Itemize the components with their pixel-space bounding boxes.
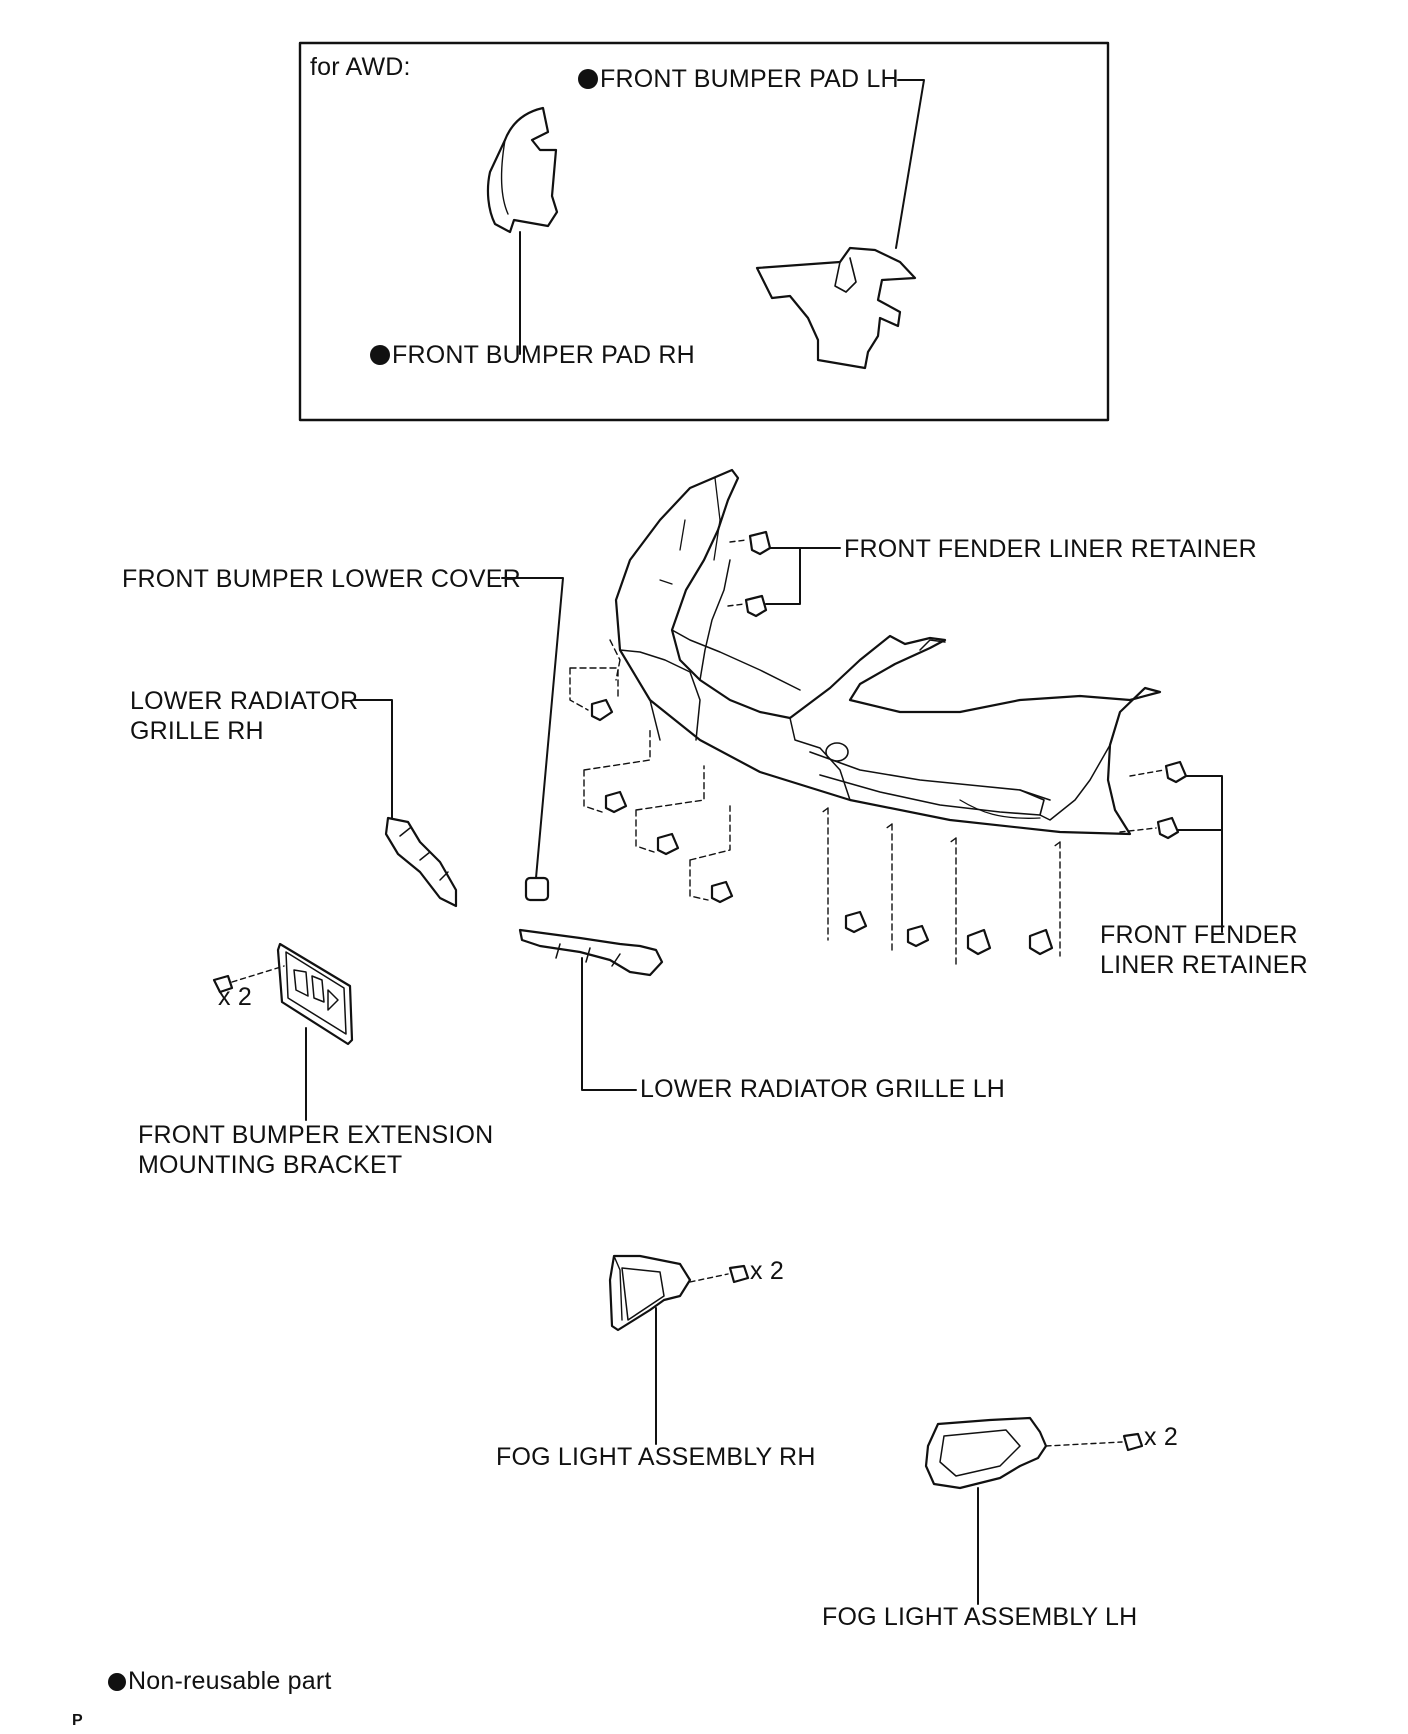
fog-light-assembly-lh-label: FOG LIGHT ASSEMBLY LH bbox=[822, 1603, 1138, 1631]
bolt-fog-lh bbox=[1122, 1432, 1144, 1452]
front-bumper-cover-part bbox=[614, 468, 1162, 836]
corner-mark: P bbox=[72, 1712, 83, 1729]
clip-leader-lines-left bbox=[569, 639, 731, 901]
clip-parts-left bbox=[590, 698, 734, 904]
clip-leader-lines-bottom bbox=[819, 807, 1061, 967]
lower-radiator-grille-rh-label-line1: LOWER RADIATOR bbox=[130, 687, 359, 715]
legend: Non-reusable part bbox=[108, 1666, 332, 1696]
awd-inset-box bbox=[298, 41, 1110, 422]
filled-circle-icon bbox=[108, 1673, 126, 1691]
front-bumper-pad-lh-part bbox=[755, 246, 917, 370]
non-reusable-icon bbox=[578, 69, 598, 89]
front-bumper-extension-mounting-bracket-label-line2: MOUNTING BRACKET bbox=[138, 1151, 403, 1179]
lower-radiator-grille-lh-part bbox=[518, 928, 664, 977]
front-bumper-lower-cover-part bbox=[524, 876, 550, 902]
bracket-quantity-label: x 2 bbox=[218, 983, 252, 1011]
fog-light-lh-part bbox=[924, 1416, 1048, 1490]
front-fender-liner-retainer-label-top: FRONT FENDER LINER RETAINER bbox=[844, 535, 1257, 563]
front-bumper-pad-rh-label: FRONT BUMPER PAD RH bbox=[370, 340, 695, 370]
lower-radiator-grille-rh-part bbox=[384, 816, 458, 908]
fog-light-rh-quantity-label: x 2 bbox=[750, 1257, 784, 1285]
front-bumper-extension-mounting-bracket-label-line1: FRONT BUMPER EXTENSION bbox=[138, 1121, 494, 1149]
fog-light-rh-part bbox=[608, 1254, 692, 1332]
awd-box-title: for AWD: bbox=[310, 53, 411, 81]
front-fender-liner-retainer-label-right-line2: LINER RETAINER bbox=[1100, 951, 1308, 979]
front-fender-liner-retainer-label-right-line1: FRONT FENDER bbox=[1100, 921, 1298, 949]
fender-liner-retainer-top-parts bbox=[727, 530, 841, 618]
front-bumper-extension-mounting-bracket-part bbox=[276, 942, 354, 1046]
lower-radiator-grille-rh-label-line2: GRILLE RH bbox=[130, 717, 264, 745]
fog-light-assembly-rh-label: FOG LIGHT ASSEMBLY RH bbox=[496, 1443, 816, 1471]
front-bumper-lower-cover-label: FRONT BUMPER LOWER COVER bbox=[122, 565, 521, 593]
fog-light-lh-quantity-label: x 2 bbox=[1144, 1423, 1178, 1451]
clip-parts-bottom bbox=[844, 910, 1054, 956]
bolt-bracket bbox=[212, 974, 234, 994]
fender-liner-retainer-right-parts bbox=[1119, 760, 1223, 933]
front-bumper-pad-rh-part bbox=[486, 106, 559, 234]
bolt-fog-rh bbox=[728, 1264, 750, 1284]
front-bumper-pad-lh-label: FRONT BUMPER PAD LH bbox=[578, 64, 899, 94]
non-reusable-icon bbox=[370, 345, 390, 365]
lower-radiator-grille-lh-label: LOWER RADIATOR GRILLE LH bbox=[640, 1075, 1006, 1103]
